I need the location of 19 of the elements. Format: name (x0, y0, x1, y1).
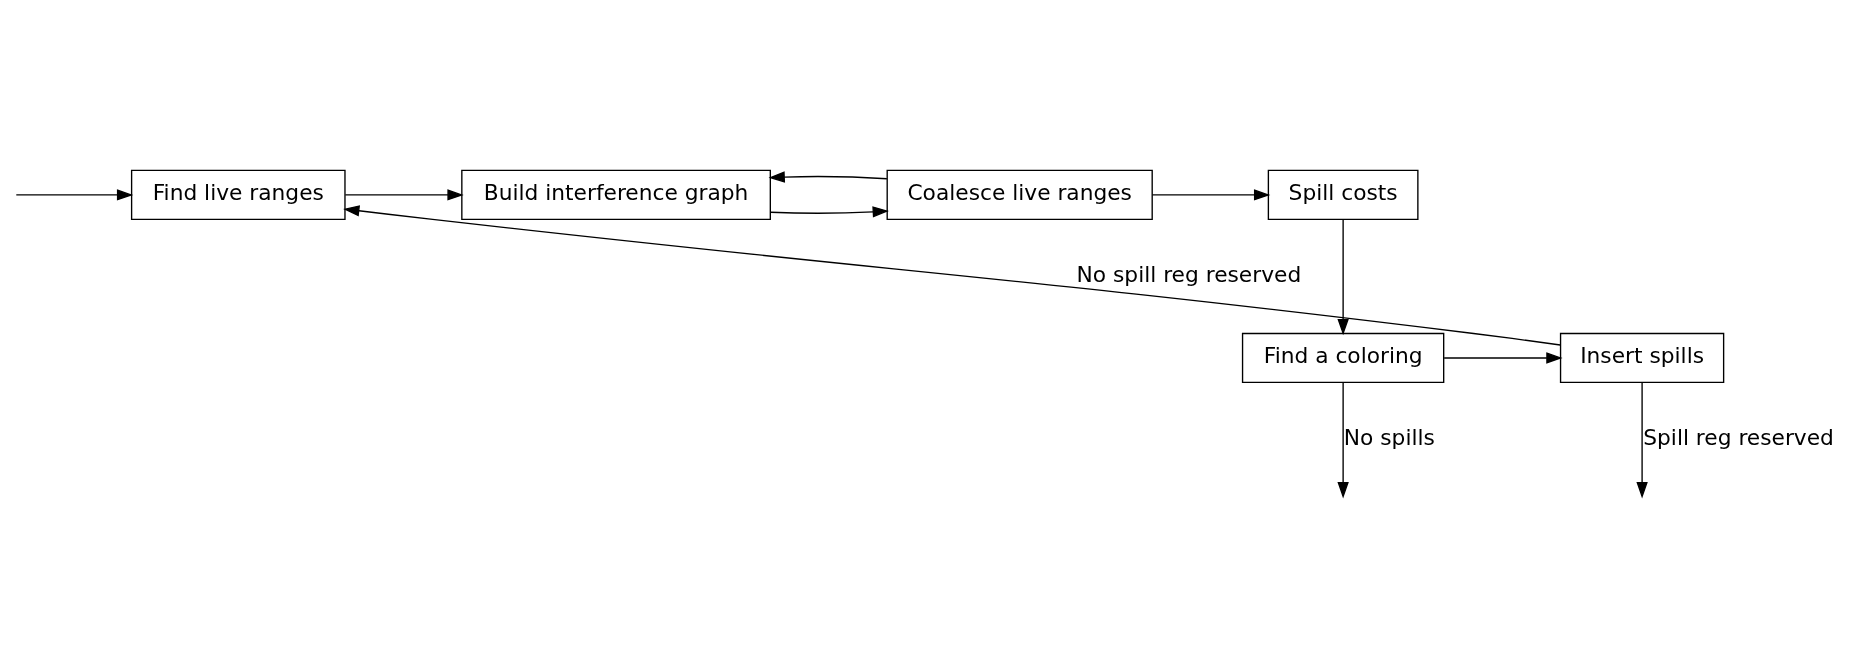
arrow (1337, 218, 1349, 336)
arrow (1443, 352, 1563, 364)
arrow (768, 171, 888, 183)
node-box: Build interference graph (461, 169, 771, 221)
node-box: Find a coloring (1241, 332, 1445, 384)
arrow (343, 205, 1561, 346)
node-box: Find live ranges (130, 169, 346, 221)
arrow (1151, 189, 1271, 201)
arrow (15, 189, 134, 201)
edge-label: No spill reg reserved (1076, 261, 1302, 287)
arrow (1337, 381, 1349, 499)
edge-label: No spills (1343, 424, 1435, 450)
node-box: Coalesce live ranges (886, 169, 1153, 221)
arrow (1636, 381, 1648, 499)
node-box: Spill costs (1267, 169, 1419, 221)
node-box: Insert spills (1559, 332, 1725, 384)
arrow (769, 206, 889, 218)
arrow (344, 189, 464, 201)
edge-label: Spill reg reserved (1643, 424, 1834, 450)
